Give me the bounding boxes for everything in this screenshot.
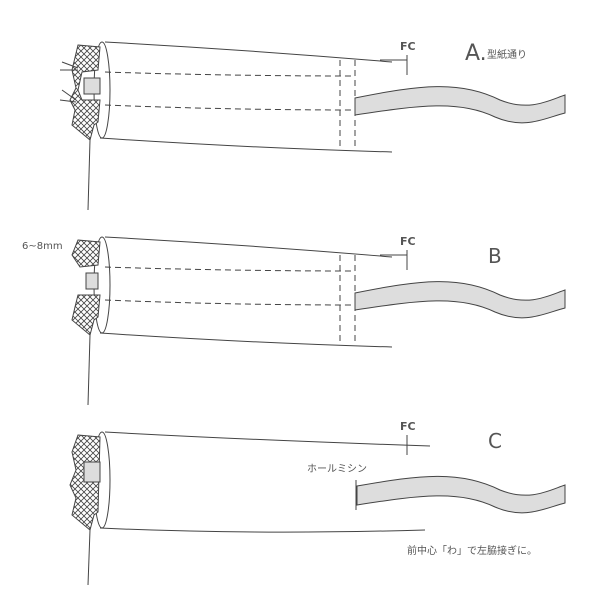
fc-label: FC — [400, 420, 416, 433]
stitch-note: ホールミシン — [307, 463, 367, 475]
elastic-tape — [354, 86, 566, 124]
elastic-tape — [354, 281, 566, 319]
stitch-line-vertical — [339, 60, 356, 150]
step-note: 型紙通り — [487, 48, 527, 61]
front-center-mark — [380, 55, 408, 75]
step-a: FC A. 型紙通り — [59, 40, 566, 211]
fabric-tube — [87, 236, 393, 406]
fabric-tube — [87, 41, 393, 211]
elastic-tape — [356, 475, 566, 514]
step-c: FC C ホールミシン 前中心「わ」で左脇接ぎに。 — [69, 420, 566, 586]
thread — [87, 529, 91, 586]
stitch-line-lower — [104, 299, 356, 306]
folded-fabric-hatch — [69, 44, 101, 141]
stitch-line-upper — [104, 71, 356, 77]
fabric-bottom-edge — [99, 527, 426, 533]
fc-label: FC — [400, 235, 416, 248]
step-label: C — [488, 429, 502, 453]
front-center-mark — [380, 250, 408, 270]
fabric-top-edge — [104, 431, 431, 447]
step-b: FC B 6~8mm — [22, 235, 566, 406]
folded-fabric-hatch-top — [71, 239, 101, 268]
folded-fabric-hatch-bottom — [71, 294, 101, 336]
tape-inside — [85, 272, 99, 290]
stitch-line-lower — [104, 104, 356, 111]
step-label: A. — [465, 41, 487, 66]
step-label: B — [488, 244, 502, 268]
footer-note: 前中心「わ」で左脇接ぎに。 — [407, 544, 537, 557]
stitch-line-vertical — [339, 255, 356, 345]
seam-allowance-label: 6~8mm — [22, 241, 63, 252]
stitch-line-upper — [104, 266, 356, 272]
tape-inside — [83, 461, 101, 483]
tape-inside — [83, 77, 101, 95]
thread-ends — [59, 61, 79, 103]
fc-label: FC — [400, 40, 416, 53]
